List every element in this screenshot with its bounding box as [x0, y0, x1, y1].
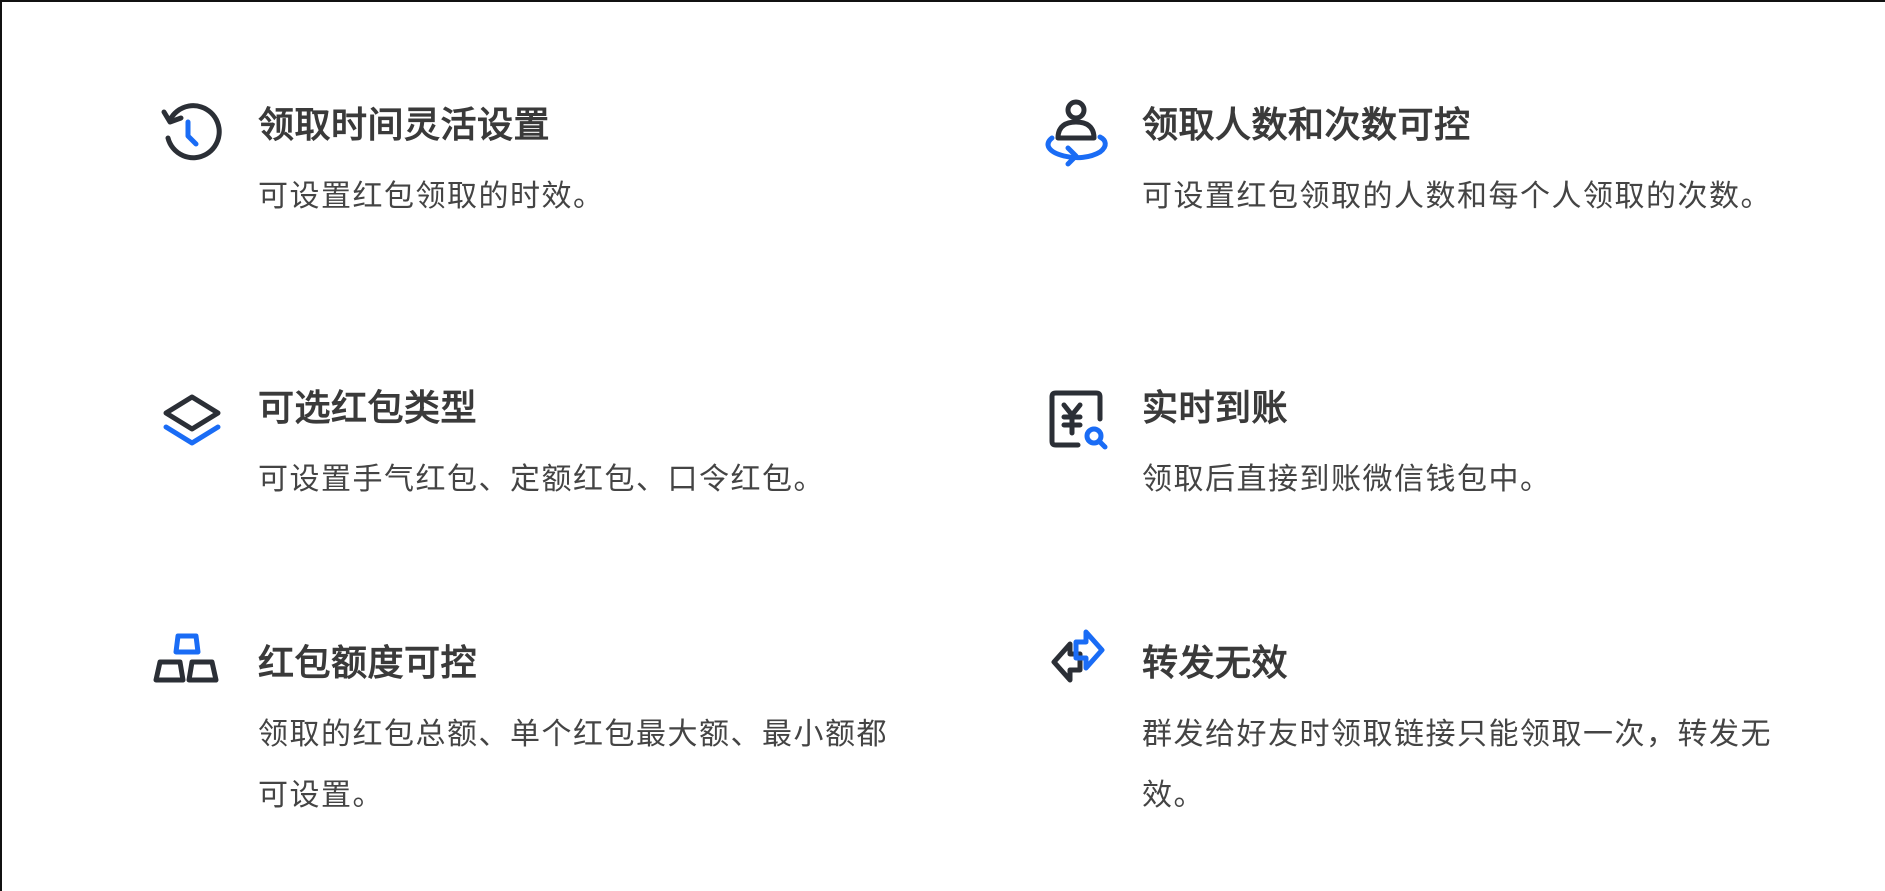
feature-title: 转发无效: [1142, 643, 1289, 684]
feature-title: 实时到账: [1142, 388, 1289, 429]
feature-description: 领取后直接到账微信钱包中。: [1142, 462, 1552, 497]
clock-history-icon: [156, 98, 228, 170]
feature-description: 领取的红包总额、单个红包最大额、最小额都可设置。: [258, 717, 888, 813]
feature-title: 领取时间灵活设置: [258, 105, 551, 146]
swap-arrows-icon: [1042, 622, 1114, 694]
yuan-search-icon: [1042, 383, 1114, 455]
feature-description: 可设置红包领取的人数和每个人领取的次数。: [1142, 179, 1772, 214]
user-rotate-icon: [1040, 96, 1112, 168]
layers-icon: [156, 383, 228, 455]
feature-description: 群发给好友时领取链接只能领取一次，转发无效。: [1142, 717, 1772, 813]
feature-description: 可设置红包领取的时效。: [258, 179, 605, 214]
feature-description: 可设置手气红包、定额红包、口令红包。: [258, 462, 825, 497]
stacked-blocks-icon: [150, 622, 222, 694]
feature-title: 领取人数和次数可控: [1142, 105, 1471, 146]
feature-title: 可选红包类型: [258, 388, 478, 429]
feature-title: 红包额度可控: [258, 643, 478, 684]
